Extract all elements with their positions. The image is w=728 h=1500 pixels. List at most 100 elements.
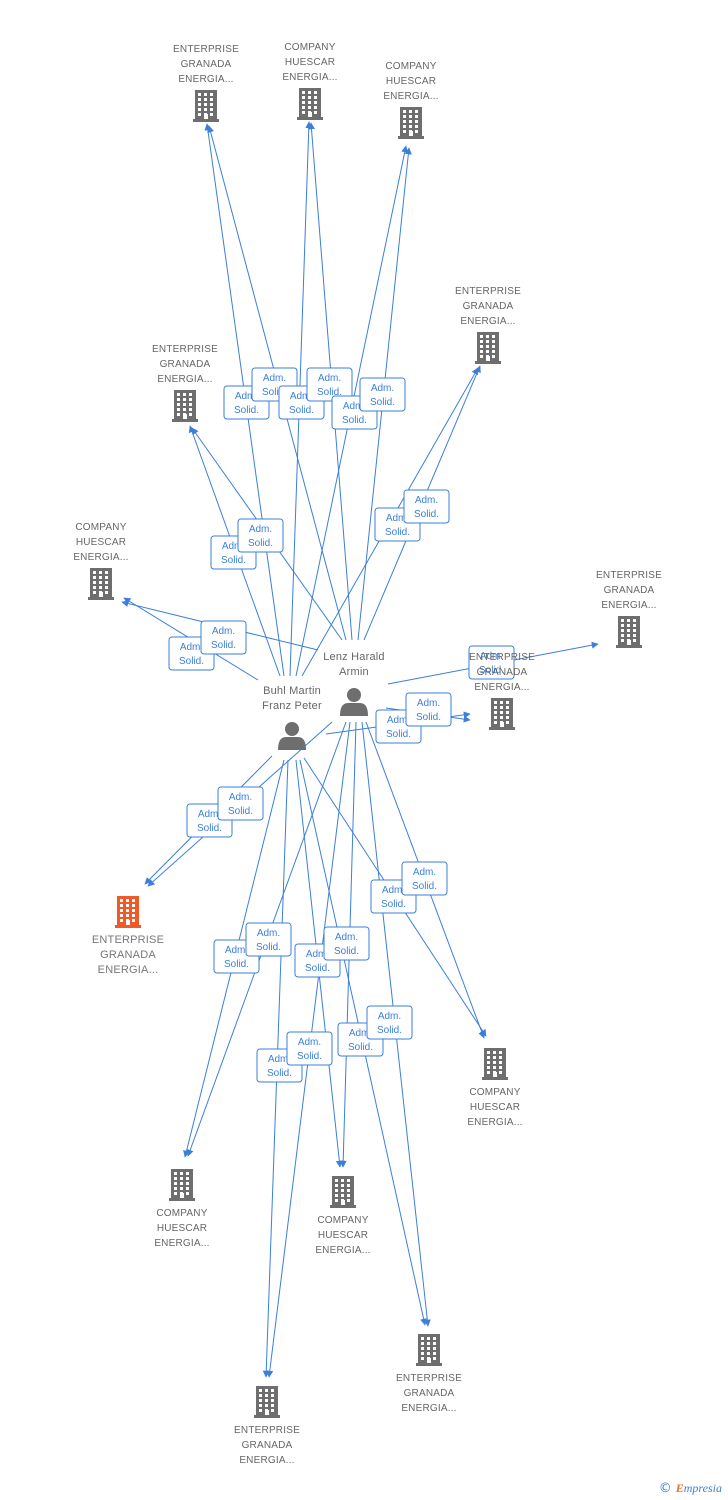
node-label-line: HUESCAR [76,537,126,548]
node-label-line: Buhl Martin [263,685,321,697]
node-label-line: Franz Peter [262,700,322,712]
badge-line-2: Solid. [211,640,236,651]
badge-line-2: Solid. [317,387,342,398]
person-icon [278,722,306,750]
node-label-line: GRANADA [604,585,655,596]
company-node-c6[interactable]: COMPANY HUESCAR ENERGIA... [73,522,128,600]
node-label-line: COMPANY [469,1087,520,1098]
badge-box [237,518,284,553]
role-badge-lenz-c13[interactable]: Adm. Solid. [366,1005,413,1040]
badge-line-1: Adm. [349,1028,372,1039]
role-badge-lenz-c7[interactable]: Adm.Solid. [468,645,515,680]
badge-line-1: Adm. [263,373,286,384]
node-label-line: ENTERPRISE [469,652,535,663]
badge-line-1: Adm. [318,373,341,384]
badge-line-1: Adm. [249,524,272,535]
badge-line-2: Solid. [248,538,273,549]
badge-box [401,861,448,896]
node-label-line: GRANADA [181,59,232,70]
badge-line-1: Adm. [343,401,366,412]
building-icon [398,107,424,139]
role-badge-lenz-c4[interactable]: Adm.Solid. [403,489,450,524]
badge-line-2: Solid. [262,387,287,398]
company-node-c2[interactable]: COMPANYHUESCARENERGIA... [282,42,337,120]
nodes-layer: ENTERPRISE GRANADA ENERGIA... COMPANY HUESCA… [73,42,662,1466]
role-badge-lenz-c11[interactable]: Adm.Solid. [245,922,292,957]
badge-box [366,1005,413,1040]
badge-line-2: Solid. [381,899,406,910]
company-node-c10[interactable]: COMPANYHUESCARENERGIA... [467,1048,522,1128]
badge-line-1: Adm. [306,949,329,960]
company-node-c5[interactable]: ENTERPRISEGRANADAENERGIA... [152,344,218,422]
node-label-line: ENERGIA... [239,1455,294,1466]
node-label-line: ENTERPRISE [234,1425,300,1436]
role-badge-lenz-c8[interactable]: Adm.Solid. [405,692,452,727]
node-label-line: ENERGIA... [383,91,438,102]
company-node-c14[interactable]: ENTERPRISEGRANADAENERGIA... [234,1386,300,1466]
badge-line-2: Solid. [370,397,395,408]
badge-line-1: Adm. [387,715,410,726]
brand-footer[interactable]: © Empresia [659,1481,722,1496]
node-label-line: ENERGIA... [73,552,128,563]
building-icon [193,90,219,122]
badge-line-1: Adm. [229,792,252,803]
building-icon [616,616,642,648]
badge-line-1: Adm. [335,932,358,943]
badge-box [323,926,370,961]
node-label-line: HUESCAR [386,76,436,87]
badge-line-2: Solid. [342,415,367,426]
node-label-line: ENTERPRISE [596,570,662,581]
node-label-line: COMPANY [317,1215,368,1226]
building-icon [330,1176,356,1208]
node-label-line: Lenz Harald [323,651,385,663]
badge-line-2: Solid. [197,823,222,834]
company-node-c7[interactable]: ENTERPRISEGRANADAENERGIA... [596,570,662,648]
company-node-c3[interactable]: COMPANYHUESCARENERGIA... [383,61,438,139]
node-label-line: COMPANY [284,42,335,53]
role-badge-lenz-c9[interactable]: Adm. Solid. [217,786,264,821]
badge-line-2: Solid. [377,1025,402,1036]
role-badge-lenz-c14[interactable]: Adm.Solid. [286,1031,333,1066]
badge-box [217,786,264,821]
building-icon [88,568,114,600]
company-node-c9[interactable]: ENTERPRISEGRANADAENERGIA... [92,896,164,976]
role-badge-lenz-c3[interactable]: Adm.Solid. [359,377,406,412]
badge-line-1: Adm. [378,1011,401,1022]
badge-line-2: Solid. [334,946,359,957]
node-label-line: ENERGIA... [157,374,212,385]
badge-box [403,489,450,524]
building-icon [254,1386,280,1418]
node-label-line: ENTERPRISE [455,286,521,297]
node-label-line: ENTERPRISE [173,44,239,55]
node-label-line: ENERGIA... [474,682,529,693]
badge-line-2: Solid. [228,806,253,817]
badge-box [200,620,247,655]
node-label-line: ENERGIA... [401,1403,456,1414]
role-badge-lenz-c5[interactable]: Adm. Solid. [237,518,284,553]
badge-line-1: Adm. [222,541,245,552]
node-label-line: ENERGIA... [154,1238,209,1249]
company-node-c11[interactable]: COMPANY HUESCAR ENERGIA... [154,1169,209,1249]
node-label-line: HUESCAR [157,1223,207,1234]
node-label-line: COMPANY [75,522,126,533]
building-icon [169,1169,195,1201]
company-node-c13[interactable]: ENTERPRISEGRANADAENERGIA... [396,1334,462,1414]
company-node-c12[interactable]: COMPANYHUESCARENERGIA... [315,1176,370,1256]
role-badge-lenz-c2[interactable]: Adm. Solid. [306,367,353,402]
company-node-c8[interactable]: ENTERPRISE GRANADA ENERGIA... [469,652,535,730]
node-label-line: COMPANY [156,1208,207,1219]
company-node-c4[interactable]: ENTERPRISEGRANADAENERGIA... [455,286,521,364]
badge-line-1: Adm. [225,945,248,956]
badge-line-1: Adm. [290,391,313,402]
role-badge-lenz-c6[interactable]: Adm.Solid. [200,620,247,655]
badge-line-1: Adm. [413,867,436,878]
role-badge-lenz-c10[interactable]: Adm.Solid. [401,861,448,896]
node-label-line: GRANADA [477,667,528,678]
role-badge-lenz-c12[interactable]: Adm. Solid. [323,926,370,961]
company-node-c1[interactable]: ENTERPRISEGRANADAENERGIA... [173,44,239,122]
node-label-line: HUESCAR [285,57,335,68]
badge-line-2: Solid. [179,656,204,667]
badge-line-1: Adm. [235,391,258,402]
